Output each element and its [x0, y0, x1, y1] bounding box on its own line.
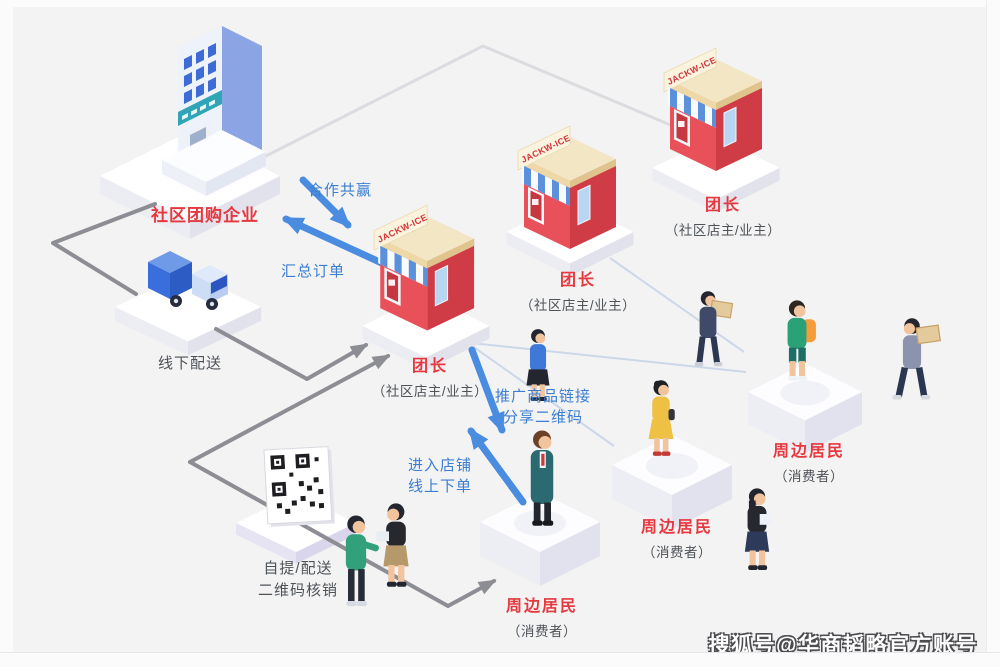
frame-left [0, 0, 13, 667]
person-man-carrying-box [694, 291, 734, 367]
frame-right [986, 0, 1000, 667]
resident-title: 周边居民 [505, 598, 578, 615]
arrow-bottom-to-leader [188, 354, 391, 464]
arrow-truck-to-leader [214, 327, 369, 381]
flow-aggregate-orders-label: 汇总订单 [280, 263, 345, 280]
resident-subtitle: （消费者） [774, 469, 844, 484]
flow-promote-line1: 推广商品链接 [494, 388, 591, 405]
watermark: 搜狐号@华商韬略官方账号 [708, 634, 978, 657]
person-man-teal-coat [530, 430, 554, 526]
person-woman-yellow [648, 380, 675, 456]
flow-pickup-label: 自提/配送 二维码核销 [218, 558, 378, 602]
flow-enter-line1: 进入店铺 [407, 457, 472, 474]
person-man-green-pair [345, 515, 379, 607]
flow-promote-label: 推广商品链接 分享二维码 [458, 386, 628, 428]
leader-block-center: 团长 （社区店主/业主） [348, 357, 512, 400]
person-woman-handbag [744, 488, 772, 571]
storefront-icon-middle [517, 125, 617, 250]
resident-title: 周边居民 [772, 443, 845, 460]
storefront-icon-right [663, 47, 763, 172]
frame-bottom [0, 652, 1000, 667]
person-man-green-backpack [787, 300, 816, 381]
leader-subtitle: （社区店主/业主） [519, 298, 637, 313]
leader-block-middle: 团长 （社区店主/业主） [496, 271, 660, 314]
flow-promote-line2: 分享二维码 [502, 409, 583, 426]
truck-icon [148, 251, 228, 310]
arrow-cooperation [299, 176, 352, 229]
arrow-enter-shop [467, 427, 527, 506]
arrow-promote [468, 346, 506, 434]
person-man-box-right [892, 318, 941, 400]
resident-subtitle: （消费者） [507, 624, 577, 639]
person-woman-blue [526, 329, 550, 402]
resident-title: 周边居民 [640, 519, 713, 536]
company-label: 社区团购企业 [151, 206, 259, 225]
flow-pickup-line2: 二维码核销 [257, 582, 338, 599]
leader-subtitle: （社区店主/业主） [371, 384, 489, 399]
flow-cooperation-label: 合作共赢 [307, 182, 372, 199]
qr-code-icon [263, 446, 335, 527]
building-icon [162, 26, 266, 196]
flow-pickup-line1: 自提/配送 [263, 560, 333, 577]
resident-block-green: 周边居民 （消费者） [729, 442, 889, 485]
line-company-to-truck [51, 202, 157, 296]
resident-subtitle: （消费者） [642, 545, 712, 560]
storefront-icon-center [373, 204, 475, 332]
flow-enter-line2: 线上下单 [407, 478, 472, 495]
frame-top [0, 0, 1000, 7]
flow-offline-delivery-label: 线下配送 [157, 355, 222, 372]
leader-block-right: 团长 （社区店主/业主） [641, 196, 805, 239]
resident-block-yellow: 周边居民 （消费者） [597, 518, 757, 561]
person-woman-pair [376, 503, 409, 587]
podium-resident-yellow [612, 435, 732, 529]
leader-title: 团长 [704, 197, 741, 214]
resident-block-center: 周边居民 （消费者） [462, 597, 622, 640]
leader-subtitle: （社区店主/业主） [664, 223, 782, 238]
flow-enter-shop-label: 进入店铺 线上下单 [380, 455, 500, 497]
leader-title: 团长 [411, 358, 448, 375]
leader-title: 团长 [559, 272, 596, 289]
